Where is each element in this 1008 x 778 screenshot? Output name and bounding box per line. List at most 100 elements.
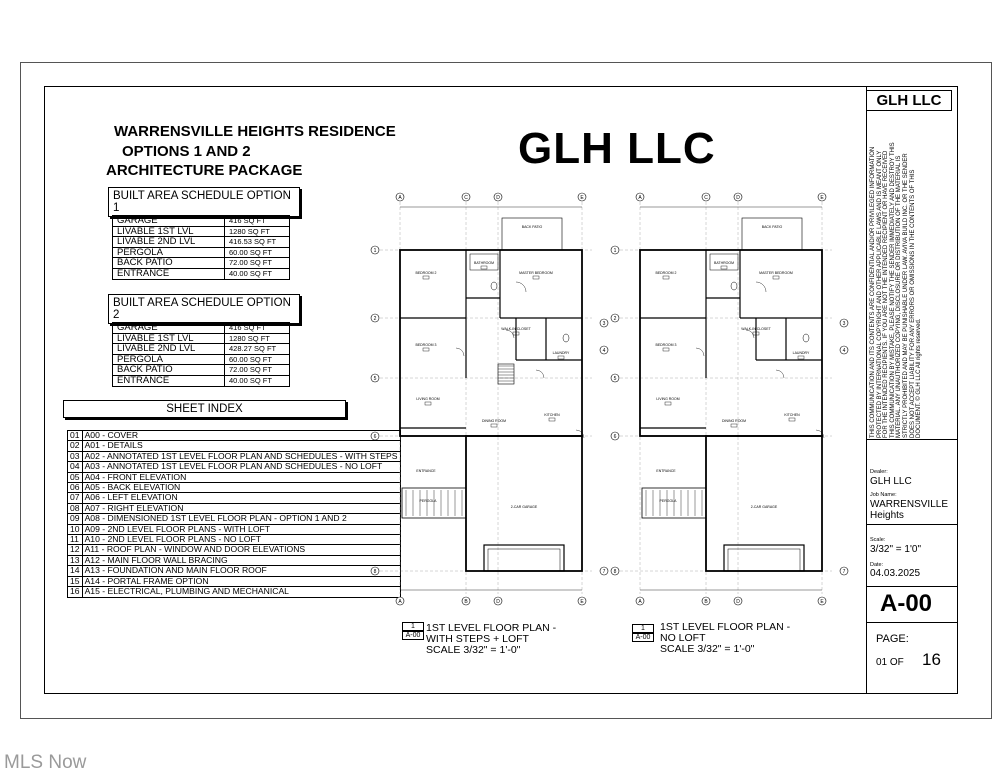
room-label: 2-CAR GARAGE <box>751 505 778 509</box>
schedule-1-title: BUILT AREA SCHEDULE OPTION 1 <box>108 187 300 217</box>
grid-bubble <box>733 596 743 606</box>
schedule-area-name: BACK PATIO <box>112 364 225 376</box>
door-swing <box>535 369 545 379</box>
grid-label: C <box>464 195 468 201</box>
sheet-index-description: A03 - ANNOTATED 1ST LEVEL FLOOR PLAN AND… <box>81 461 401 473</box>
door-swing <box>815 429 825 439</box>
schedule-area-value: 72.00 SQ FT <box>224 364 290 376</box>
door-swing <box>505 329 515 339</box>
room-label: BATHROOM <box>714 261 734 265</box>
sheet-index-number: 01 <box>67 429 83 442</box>
sheet-index-description: A05 - BACK ELEVATION <box>81 482 401 494</box>
grid-label: E <box>580 599 584 605</box>
room-label: WALK-IN CLOSET <box>741 327 771 331</box>
grid-label: A <box>398 195 402 201</box>
room-label: BEDROOM 2 <box>415 271 436 275</box>
sheet-index-title: SHEET INDEX <box>63 400 346 418</box>
room-label: BEDROOM 2 <box>655 271 676 275</box>
schedule-area-value: 60.00 SQ FT <box>224 246 290 259</box>
grid-bubble <box>817 596 827 606</box>
grid-bubble <box>599 566 609 576</box>
schedule-area-name: BACK PATIO <box>112 257 225 269</box>
room-label: ENTRANCE <box>416 469 436 473</box>
room-tag <box>424 401 432 406</box>
room-label: PERGOLA <box>420 499 438 503</box>
grid-label: 8 <box>614 569 617 575</box>
grid-label: 1 <box>614 248 617 254</box>
room-tag <box>557 355 565 360</box>
schedule-area-name: LIVABLE 2ND LVL <box>112 343 225 355</box>
toilet <box>730 281 738 291</box>
garage-door-inner <box>487 548 561 572</box>
grid-bubble <box>635 192 645 202</box>
door-swing <box>575 429 585 439</box>
stair <box>497 363 515 385</box>
grid-bubble <box>817 192 827 202</box>
room-label: MASTER BEDROOM <box>519 271 553 275</box>
schedule-2-title: BUILT AREA SCHEDULE OPTION 2 <box>108 294 300 324</box>
sheet-index-description: A10 - 2ND LEVEL FLOOR PLANS - NO LOFT <box>81 534 401 546</box>
grid-label: 2 <box>374 316 377 322</box>
room-label: LIVING ROOM <box>416 397 439 401</box>
grid-label: D <box>736 599 740 605</box>
grid-label: 4 <box>603 348 606 354</box>
sheet-index-description: A08 - DIMENSIONED 1ST LEVEL FLOOR PLAN -… <box>81 513 401 525</box>
room-tag <box>664 401 672 406</box>
dealer-label: Dealer: <box>870 469 888 475</box>
sheet-index-description: A07 - RIGHT ELEVATION <box>81 502 401 515</box>
sheet-index-number: 13 <box>67 554 83 567</box>
plan-1-caption: 1 A-00 <box>402 622 424 640</box>
toilet <box>562 333 570 343</box>
scale-value: 3/32" = 1'0" <box>870 544 921 555</box>
sheet-index-description: A14 - PORTAL FRAME OPTION <box>81 575 401 588</box>
grid-bubble <box>610 373 620 383</box>
room-tag <box>720 265 728 270</box>
grid-label: E <box>820 599 824 605</box>
grid-label: D <box>496 195 500 201</box>
sheet-index-number: 09 <box>67 513 83 525</box>
sheet-index-number: 10 <box>67 523 83 536</box>
schedule-area-value: 1280 SQ FT <box>224 332 290 345</box>
grid-label: B <box>464 599 468 605</box>
grid-label: C <box>704 195 708 201</box>
room-label: BACK PATIO <box>762 225 783 229</box>
project-title: WARRENSVILLE HEIGHTS RESIDENCE OPTIONS 1… <box>106 122 396 181</box>
grid-label: 5 <box>374 376 377 382</box>
schedule-area-value: 416 SQ FT <box>224 215 290 227</box>
schedule-area-value: 40.00 SQ FT <box>224 267 290 280</box>
door-swing <box>515 281 527 293</box>
page-label: PAGE: <box>876 633 909 645</box>
grid-bubble <box>610 431 620 441</box>
pergola <box>641 487 707 519</box>
detail-tag-number: 1 <box>402 622 424 631</box>
schedule-area-name: GARAGE <box>112 322 225 334</box>
door-swing <box>755 281 767 293</box>
room-label: LAUNDRY <box>553 351 570 355</box>
grid-bubble <box>610 245 620 255</box>
plan-2-caption-text: 1ST LEVEL FLOOR PLAN - NO LOFT SCALE 3/3… <box>660 622 790 655</box>
sheet-index-description: A15 - ELECTRICAL, PLUMBING AND MECHANICA… <box>81 586 401 598</box>
grid-label: 5 <box>614 376 617 382</box>
detail-tag-number: 1 <box>632 624 654 633</box>
room-tag <box>772 275 780 280</box>
grid-label: 4 <box>843 348 846 354</box>
grid-bubble <box>701 192 711 202</box>
page-total: 16 <box>922 650 941 669</box>
job-name-line: WARRENSVILLE <box>870 499 948 510</box>
grid-bubble <box>733 192 743 202</box>
